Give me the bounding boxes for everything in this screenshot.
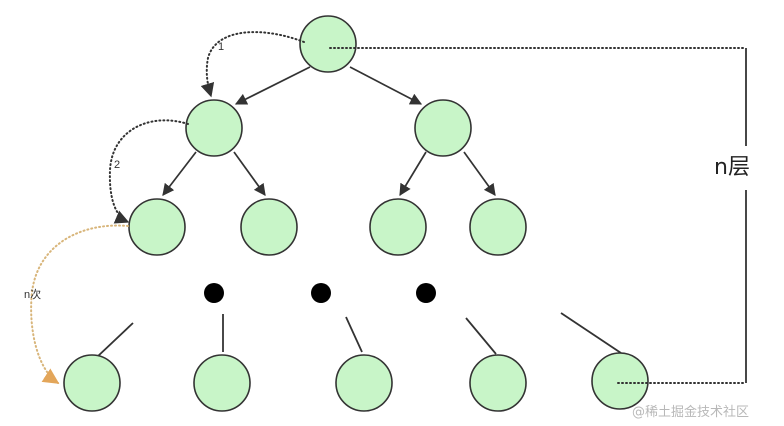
ellipsis-dot-2 bbox=[311, 283, 331, 303]
edge-root-left bbox=[234, 66, 311, 105]
node-leaf-2 bbox=[193, 354, 251, 412]
tree-edges bbox=[96, 66, 622, 358]
step-label-n: n次 bbox=[24, 287, 41, 301]
edge-bottom-5 bbox=[560, 312, 622, 354]
node-l1-left bbox=[185, 99, 243, 157]
ellipsis-dot-1 bbox=[204, 283, 224, 303]
node-leaf-5 bbox=[591, 352, 649, 410]
edge-l1-right-b bbox=[463, 151, 496, 196]
recursion-arc-1 bbox=[200, 31, 305, 98]
tree-nodes bbox=[63, 15, 649, 412]
watermark-text: @稀土掘金技术社区 bbox=[632, 404, 749, 420]
level-bracket: n层 bbox=[329, 47, 750, 384]
edge-l1-right-a bbox=[399, 151, 427, 197]
node-l2-3 bbox=[369, 198, 427, 256]
node-l2-1 bbox=[128, 198, 186, 256]
edge-l1-left-b bbox=[233, 151, 266, 196]
edge-l1-left-a bbox=[162, 151, 197, 196]
edge-bottom-1 bbox=[96, 322, 134, 358]
node-root bbox=[299, 15, 357, 73]
ellipsis-dot-3 bbox=[416, 283, 436, 303]
edge-root-right bbox=[349, 66, 423, 105]
node-l2-2 bbox=[240, 198, 298, 256]
node-leaf-1 bbox=[63, 354, 121, 412]
edge-bottom-3 bbox=[345, 316, 363, 353]
levels-label: n层 bbox=[714, 155, 750, 180]
edge-bottom-4 bbox=[465, 317, 497, 355]
node-l1-right bbox=[414, 99, 472, 157]
ellipsis-dots bbox=[204, 283, 436, 303]
step-label-2: 2 bbox=[114, 159, 120, 171]
recursion-arc-n bbox=[30, 224, 129, 384]
recursion-arc-2 bbox=[108, 119, 189, 224]
node-leaf-3 bbox=[335, 354, 393, 412]
node-l2-4 bbox=[469, 198, 527, 256]
node-leaf-4 bbox=[469, 354, 527, 412]
step-label-1: 1 bbox=[218, 41, 224, 53]
